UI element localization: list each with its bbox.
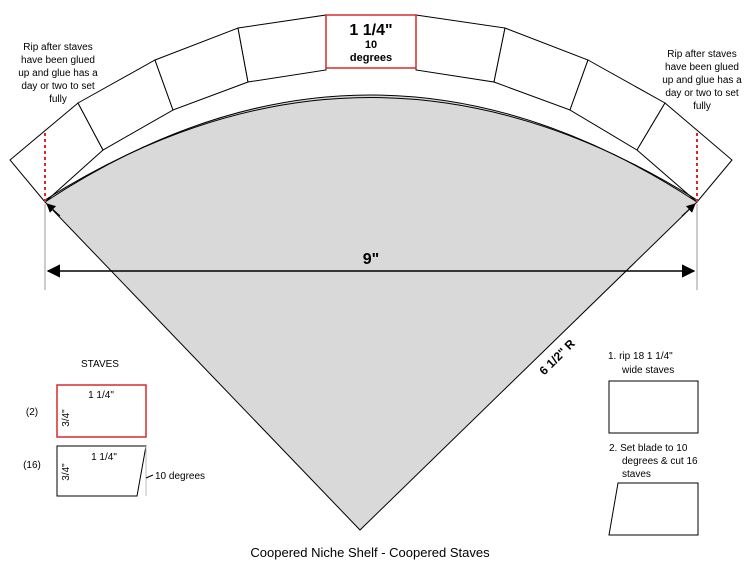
- span-label: 9": [363, 251, 379, 268]
- left-rip-note: Rip after staves have been glued up and …: [18, 42, 98, 105]
- square-stave-shape: [56, 384, 147, 438]
- step-2-stave: [608, 482, 699, 536]
- step-2-line-1: 2. Set blade to 10: [609, 443, 688, 454]
- square-stave-count: (2): [26, 407, 38, 418]
- stave-l2: [237, 14, 327, 83]
- svg-text:have been glued: have been glued: [665, 62, 739, 73]
- svg-text:up and glue has a: up and glue has a: [18, 68, 98, 79]
- diagram-title: Coopered Niche Shelf - Coopered Staves: [250, 545, 490, 560]
- step-1-stave: [608, 380, 699, 434]
- center-stave: [325, 14, 417, 69]
- staves-arc: [9, 14, 733, 203]
- inner-arc-line: [44, 97, 698, 201]
- svg-text:Rip after staves: Rip after staves: [23, 42, 92, 53]
- svg-text:fully: fully: [49, 94, 67, 105]
- angled-stave-width: 1 1/4": [91, 452, 117, 463]
- angled-stave-count: (16): [23, 460, 41, 471]
- svg-text:fully: fully: [693, 101, 711, 112]
- angled-stave-shape: [56, 445, 147, 497]
- step-2-line-2: degrees & cut 16: [622, 456, 698, 467]
- stave-l3: [154, 27, 249, 111]
- center-stave-angle-number: 10: [365, 39, 377, 51]
- square-stave-width: 1 1/4": [88, 390, 114, 401]
- right-rip-note: Rip after staves have been glued up and …: [662, 49, 742, 112]
- stave-r2: [415, 14, 506, 83]
- svg-text:Rip after staves: Rip after staves: [667, 49, 736, 60]
- angle-leader: [145, 474, 154, 479]
- center-stave-angle-unit: degrees: [350, 52, 392, 64]
- svg-text:have been glued: have been glued: [21, 55, 95, 66]
- step-1-line-1: 1. rip 18 1 1/4": [608, 351, 673, 362]
- svg-text:day or two to set: day or two to set: [665, 88, 739, 99]
- left-edge-arrow: [46, 203, 61, 217]
- right-edge-arrow: [681, 203, 696, 217]
- square-stave-thickness: 3/4": [61, 409, 72, 427]
- angled-stave-angle: 10 degrees: [155, 471, 205, 482]
- staves-heading: STAVES: [81, 359, 119, 370]
- step-1-line-2: wide staves: [621, 365, 674, 376]
- step-2-line-3: staves: [622, 469, 651, 480]
- center-stave-width: 1 1/4": [349, 22, 392, 39]
- svg-text:up and glue has a: up and glue has a: [662, 75, 742, 86]
- angled-stave-thickness: 3/4": [61, 463, 72, 481]
- svg-text:day or two to set: day or two to set: [21, 81, 95, 92]
